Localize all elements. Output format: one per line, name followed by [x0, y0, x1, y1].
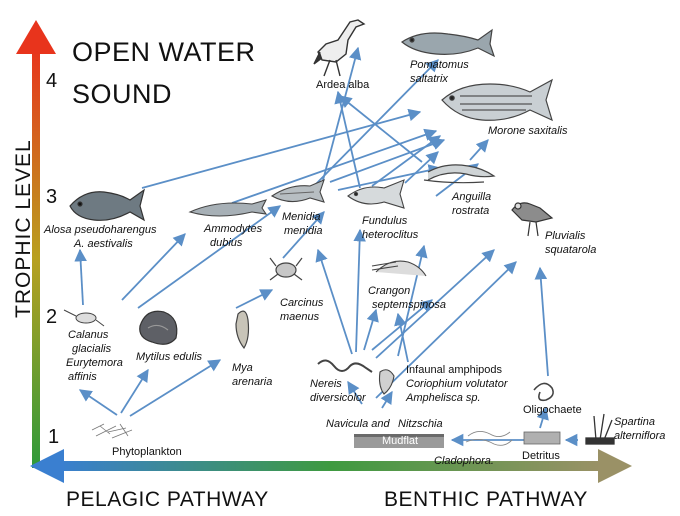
- silverside-icon: [270, 179, 325, 203]
- bluefish-icon: [400, 28, 496, 58]
- label-morone: Morone saxitalis: [488, 125, 568, 137]
- label-eurytemora-1: Eurytemora: [66, 357, 123, 369]
- label-amphipods: Infaunal amphipods: [406, 364, 503, 376]
- label-menidia-1: Menidia: [282, 211, 321, 223]
- killifish-icon: [347, 179, 405, 209]
- label-alosa-1: Alosa pseudoharengus: [44, 224, 157, 236]
- pelagic-pathway-label: PELAGIC PATHWAY: [66, 488, 269, 511]
- label-mudflat: Mudflat: [382, 435, 419, 447]
- label-fundulus-1: Fundulus: [362, 215, 408, 227]
- label-ammodytes-1: Ammodytes: [204, 223, 263, 235]
- label-oligochaete: Oligochaete: [523, 404, 582, 416]
- label-ammodytes-2: dubius: [210, 237, 243, 249]
- tick-2: 2: [46, 306, 58, 328]
- phytoplankton-icon: [91, 423, 133, 439]
- mussel-icon: [139, 310, 178, 345]
- title-line-1: OPEN WATER: [72, 37, 256, 67]
- pathway-axis: [30, 449, 632, 483]
- benthic-pathway-label: BENTHIC PATHWAY: [384, 488, 588, 511]
- label-calanus-2: glacialis: [72, 343, 112, 355]
- amphipod-icon: [378, 369, 395, 395]
- alewife-herring-icon: [69, 188, 145, 222]
- copepod-icon: [63, 309, 105, 327]
- worm-icon: [317, 359, 373, 373]
- feeding-arrows: [74, 46, 578, 447]
- label-mytilus: Mytilus edulis: [136, 351, 203, 363]
- label-navicula: Navicula and: [326, 418, 390, 430]
- label-nereis-1: Nereis: [310, 378, 342, 390]
- y-axis-label: TROPHIC LEVEL: [12, 139, 35, 318]
- ardea-egret-icon: [313, 19, 366, 77]
- spartina-icon: [585, 413, 615, 445]
- oligochaete-icon: [533, 382, 554, 402]
- eel-icon: [423, 164, 496, 184]
- sand-lance-icon: [188, 199, 268, 217]
- label-phytoplankton: Phytoplankton: [112, 446, 182, 458]
- label-calanus-1: Calanus: [68, 329, 109, 341]
- label-alosa-2: A. aestivalis: [74, 238, 133, 250]
- label-crangon-1: Crangon: [368, 285, 411, 297]
- label-mya-2: arenaria: [232, 376, 273, 388]
- label-mya-1: Mya: [232, 362, 253, 374]
- label-eurytemora-2: affinis: [68, 371, 97, 383]
- label-detritus: Detritus: [522, 450, 560, 462]
- crab-icon: [269, 257, 303, 281]
- label-cladophora: Cladophora.: [434, 455, 494, 467]
- label-pluvialis-1: Pluvialis: [545, 230, 586, 242]
- label-fundulus-2: heteroclitus: [362, 229, 419, 241]
- label-spartina-1: Spartina: [614, 416, 655, 428]
- label-ardea: Ardea alba: [316, 79, 370, 91]
- tick-1: 1: [48, 426, 60, 448]
- label-pluvialis-2: squatarola: [545, 244, 597, 256]
- tick-3: 3: [46, 186, 58, 208]
- label-pomatomus-1: Pomatomus: [410, 59, 469, 71]
- label-pomatomus-2: saltatrix: [410, 73, 448, 85]
- label-spartina-2: alterniflora: [614, 430, 666, 442]
- title-line-2: SOUND: [72, 79, 173, 109]
- plover-icon: [511, 202, 554, 237]
- label-menidia-2: menidia: [284, 225, 323, 237]
- label-nitzschia: Nitzschia: [398, 418, 443, 430]
- detritus-icon: [523, 431, 561, 445]
- label-anguilla-1: Anguilla: [452, 191, 492, 203]
- clam-icon: [235, 310, 250, 350]
- label-coriophium: Coriophium volutator: [406, 378, 508, 390]
- label-carcinus-2: maenus: [280, 311, 320, 323]
- label-nereis-2: diversicolor: [310, 392, 366, 404]
- shrimp-icon: [371, 260, 427, 277]
- trophic-axis: [16, 20, 56, 468]
- striped-bass-icon: [441, 78, 553, 122]
- label-crangon-2: septemspinosa: [372, 299, 446, 311]
- mudflat-icon: [354, 434, 444, 448]
- label-carcinus-1: Carcinus: [280, 297, 324, 309]
- label-anguilla-2: rostrata: [452, 205, 490, 217]
- label-amphelisca: Amphelisca sp.: [406, 392, 481, 404]
- tick-4: 4: [46, 70, 58, 92]
- cladophora-icon: [465, 431, 513, 446]
